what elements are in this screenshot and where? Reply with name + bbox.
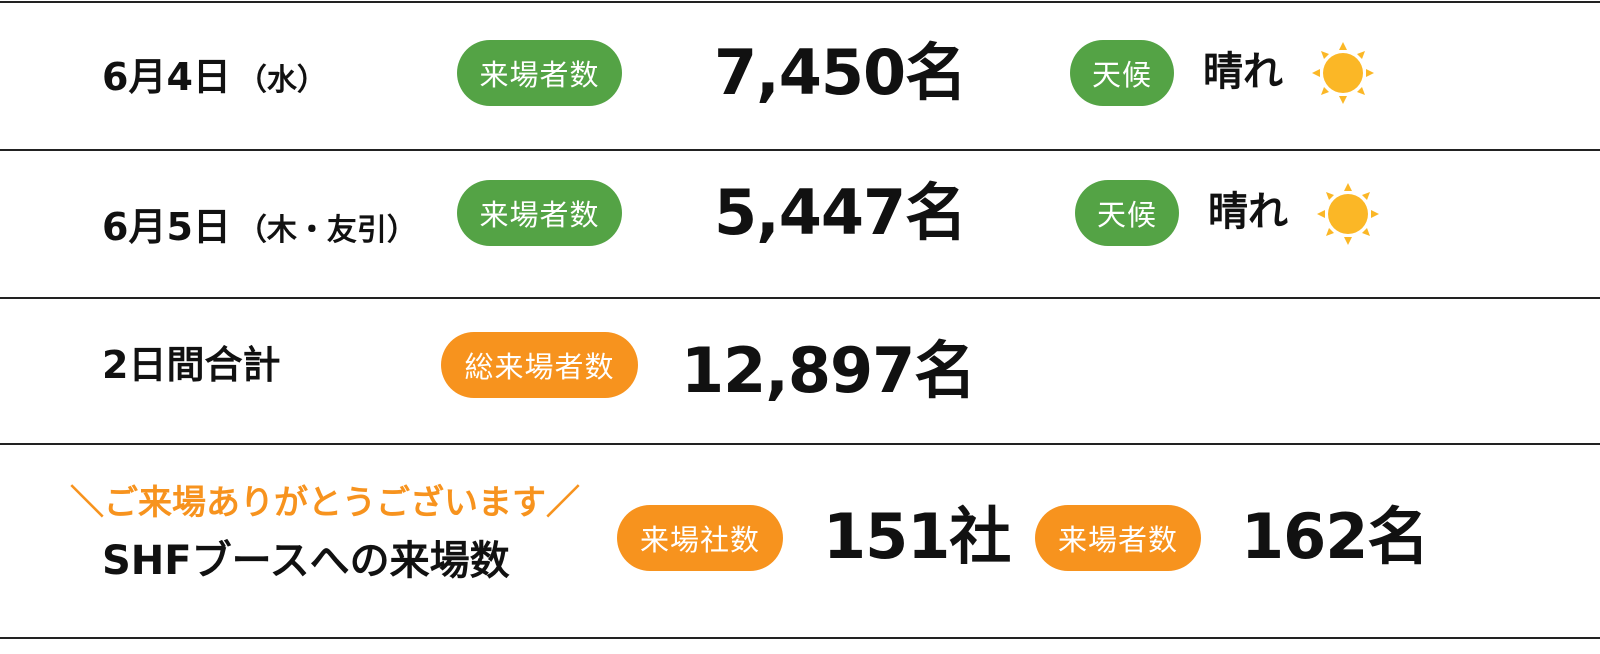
total-visitor-count: 12,897名: [681, 334, 976, 407]
weather-text: 晴れ: [1203, 49, 1283, 95]
row-date: 6月5日（木・友引）: [102, 208, 417, 246]
visitor-count: 5,447名: [714, 176, 967, 249]
sun-icon: [1317, 183, 1379, 245]
divider-bottom: [0, 637, 1600, 639]
visitor-count-badge: 来場者数: [457, 40, 622, 106]
booth-visitor-count: 162名: [1241, 500, 1429, 573]
visitor-count: 7,450名: [714, 36, 967, 109]
thanks-message: ＼ご来場ありがとうございます／: [70, 483, 580, 523]
weather-badge: 天候: [1075, 180, 1179, 246]
date-text: 6月4日: [102, 55, 231, 99]
booth-title: SHFブースへの来場数: [102, 538, 510, 584]
visitor-count-badge: 来場者数: [457, 180, 622, 246]
sun-icon: [1312, 42, 1374, 104]
booth-visitors-badge: 来場者数: [1035, 505, 1201, 571]
total-title: 2日間合計: [102, 343, 281, 387]
weekday-text: （木・友引）: [236, 213, 417, 248]
divider-1: [0, 149, 1600, 151]
date-text: 6月5日: [102, 205, 231, 249]
weekday-text: （水）: [236, 63, 327, 98]
weather-text: 晴れ: [1208, 189, 1288, 235]
divider-top: [0, 1, 1600, 3]
total-visitors-badge: 総来場者数: [441, 332, 638, 398]
weather-badge: 天候: [1070, 40, 1174, 106]
divider-2: [0, 297, 1600, 299]
company-count-badge: 来場社数: [617, 505, 783, 571]
company-count: 151社: [823, 500, 1011, 573]
row-date: 6月4日（水）: [102, 58, 327, 96]
divider-3: [0, 443, 1600, 445]
